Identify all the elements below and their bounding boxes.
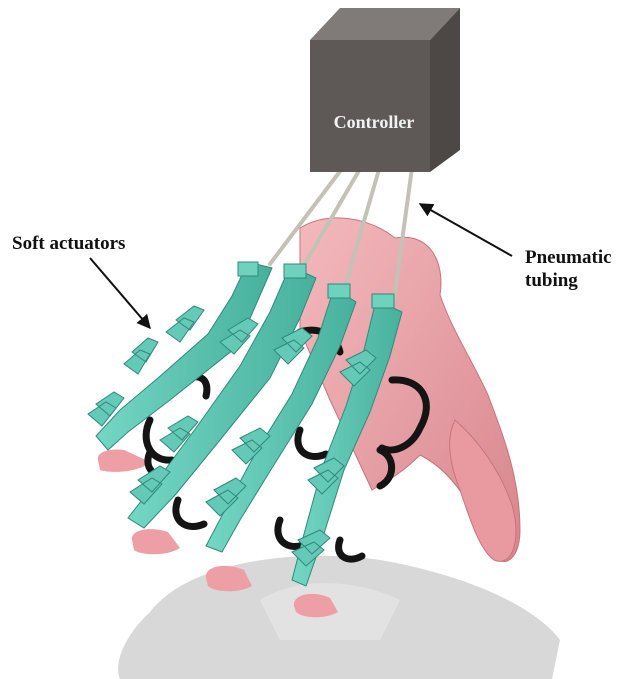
soft-actuators-arrow [90,258,150,328]
hand-shadow [118,556,560,679]
controller-label: Controller [318,112,430,133]
fingertip-middle [132,529,180,554]
soft-actuators-label: Soft actuators [12,232,125,255]
fingertip-index [98,449,150,471]
pneumatic-tubing-arrow [420,204,512,256]
pneumatic-tubing-label: Pneumatic tubing [525,246,612,292]
pneumatic-label-line1: Pneumatic [525,246,612,269]
pneumatic-label-line2: tubing [525,269,612,292]
controller-box [310,8,460,172]
